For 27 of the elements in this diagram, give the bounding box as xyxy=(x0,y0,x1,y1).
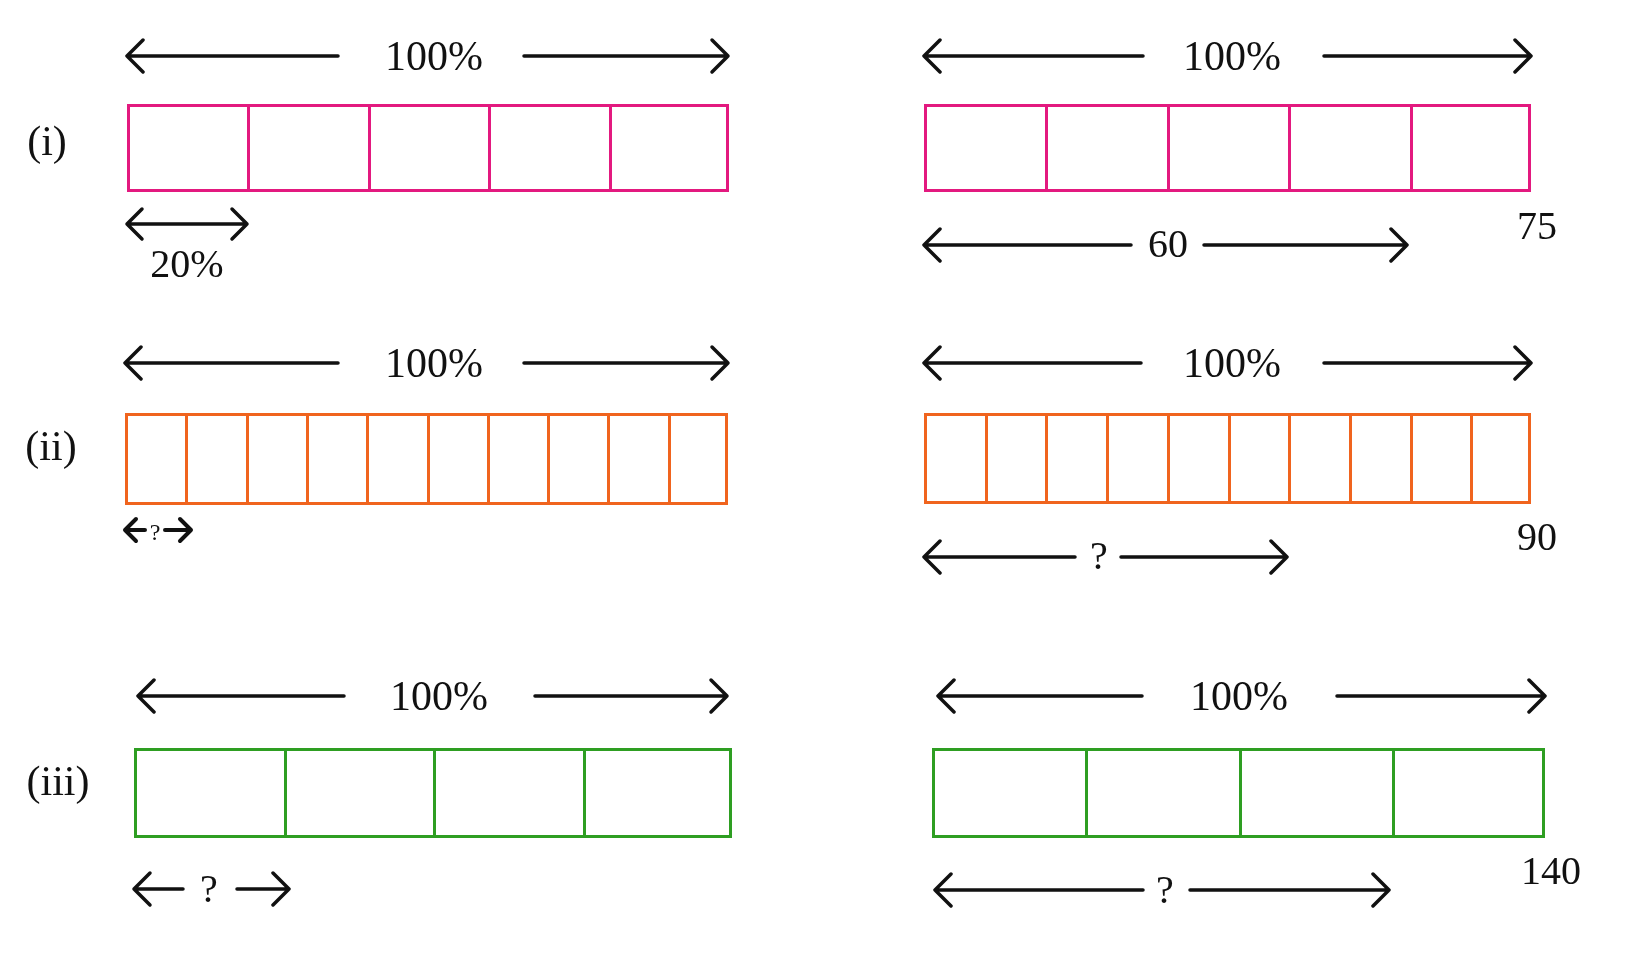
dimension-label: ? xyxy=(200,869,218,909)
bar-segment xyxy=(608,107,729,189)
bar-segment xyxy=(1409,107,1531,189)
bar-segment xyxy=(1470,416,1531,501)
dimension-label: 60 xyxy=(1148,224,1188,264)
total-label: 75 xyxy=(1517,206,1557,246)
dimension-label: ? xyxy=(149,520,161,544)
row-label: (iii) xyxy=(26,760,90,802)
bar-segment xyxy=(1391,751,1545,835)
dimension-label: 100% xyxy=(1183,35,1281,77)
bar-segment xyxy=(667,416,728,502)
dimension-label: 100% xyxy=(1190,675,1288,717)
bar-model xyxy=(125,413,728,505)
row-label: (ii) xyxy=(25,425,77,467)
dimension-label: 100% xyxy=(390,675,488,717)
dimension-label: 100% xyxy=(385,342,483,384)
dimension-label: 100% xyxy=(1183,342,1281,384)
row-label: (i) xyxy=(27,120,67,162)
dimension-label: 100% xyxy=(385,35,483,77)
dimension-label: ? xyxy=(1156,870,1174,910)
bar-segment xyxy=(582,751,732,835)
dimension-label: ? xyxy=(1090,536,1108,576)
bar-model xyxy=(127,104,729,192)
total-label: 140 xyxy=(1521,851,1581,891)
bar-model xyxy=(134,748,732,838)
total-label: 90 xyxy=(1517,517,1557,557)
dimension-label: 20% xyxy=(150,244,224,284)
